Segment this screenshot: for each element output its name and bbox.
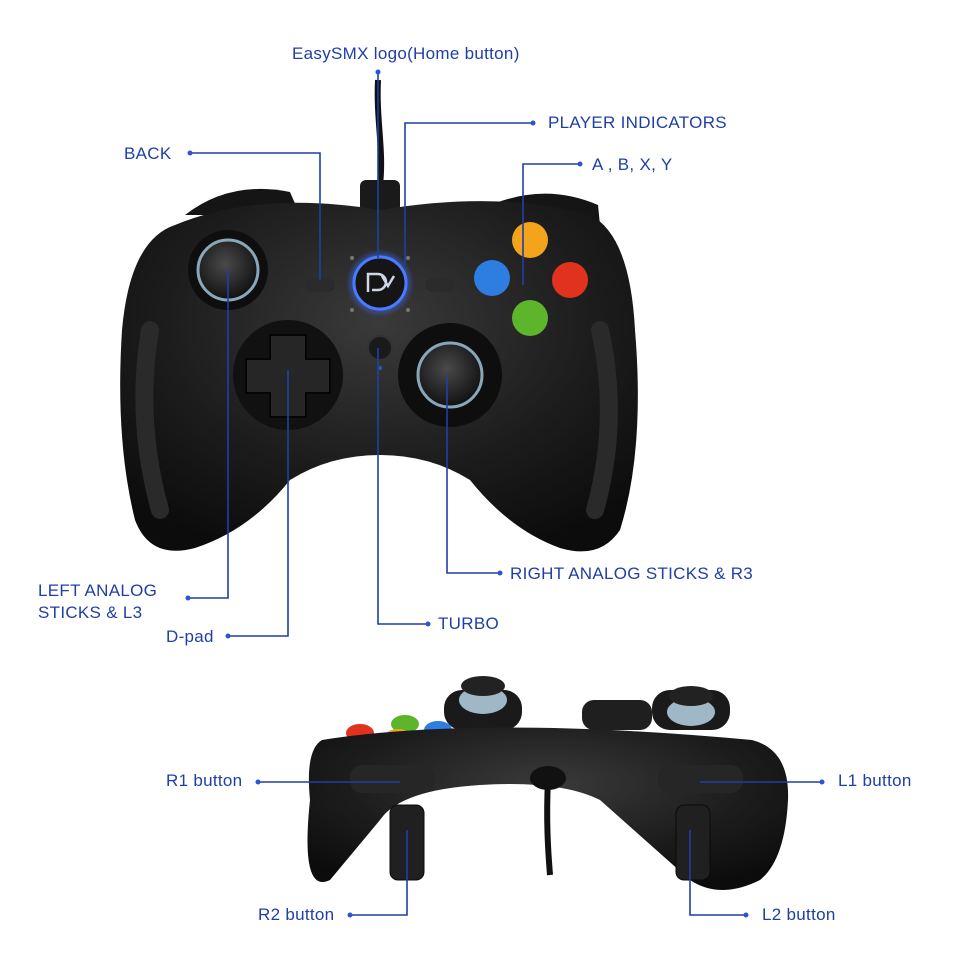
x-button[interactable] (474, 260, 510, 296)
rear-leader-lines (255, 779, 825, 918)
rear-controller (307, 676, 789, 890)
player-indicators-label: PLAYER INDICATORS (548, 113, 727, 132)
player-indicator-icon (350, 256, 410, 312)
left-stick-label-line1: LEFT ANALOG (38, 581, 158, 600)
rear-right-stick (652, 686, 730, 730)
l2-trigger[interactable] (675, 804, 711, 881)
front-leader-lines (185, 69, 583, 639)
rear-left-stick (444, 676, 522, 730)
y-button[interactable] (512, 222, 548, 258)
home-button[interactable] (346, 249, 414, 317)
b-button[interactable] (552, 262, 588, 298)
r2-label: R2 button (258, 905, 335, 924)
right-analog-stick[interactable] (398, 323, 502, 427)
back-label: BACK (124, 144, 172, 163)
back-button[interactable] (305, 278, 335, 292)
r1-bumper[interactable] (350, 765, 435, 793)
abxy-label: A , B, X, Y (592, 155, 673, 174)
turbo-label: TURBO (438, 614, 499, 633)
l1-bumper[interactable] (658, 765, 743, 793)
logo-label: EasySMX logo(Home button) (292, 44, 520, 63)
left-stick-label: LEFT ANALOG STICKS & L3 (38, 580, 198, 624)
right-stick-label: RIGHT ANALOG STICKS & R3 (510, 564, 754, 583)
left-stick-label-line2: STICKS & L3 (38, 603, 143, 622)
rear-dpad (582, 700, 652, 730)
r1-label: R1 button (166, 771, 243, 790)
start-button[interactable] (425, 278, 455, 292)
a-button[interactable] (512, 300, 548, 336)
easysmx-logo-icon (366, 272, 396, 292)
turbo-button[interactable] (367, 335, 393, 361)
front-controller (120, 79, 638, 552)
l2-label: L2 button (762, 905, 836, 924)
dpad-label: D-pad (166, 627, 214, 646)
l1-label: L1 button (838, 771, 912, 790)
